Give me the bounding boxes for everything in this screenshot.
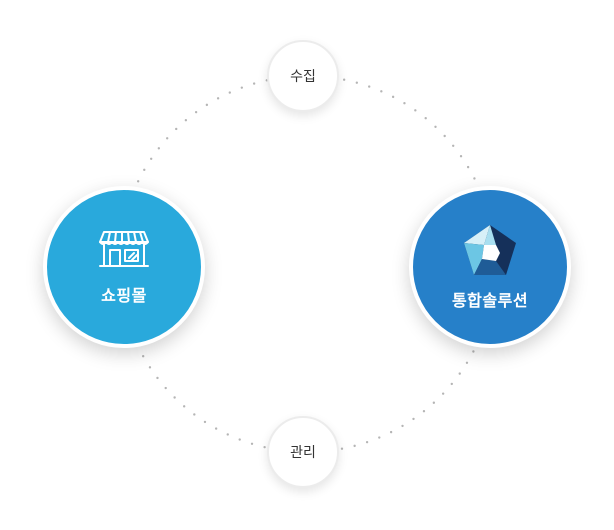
manage-label: 관리 — [290, 445, 316, 461]
pentagon-logo-icon — [462, 223, 518, 277]
solution-node: 통합솔루션 — [409, 186, 571, 348]
solution-label: 통합솔루션 — [451, 291, 529, 310]
collect-node: 수집 — [267, 40, 339, 112]
collect-label: 수집 — [290, 69, 316, 85]
shop-node: 쇼핑몰 — [43, 186, 205, 348]
manage-node: 관리 — [267, 416, 339, 488]
shop-label: 쇼핑몰 — [101, 286, 147, 305]
storefront-icon — [96, 228, 152, 272]
